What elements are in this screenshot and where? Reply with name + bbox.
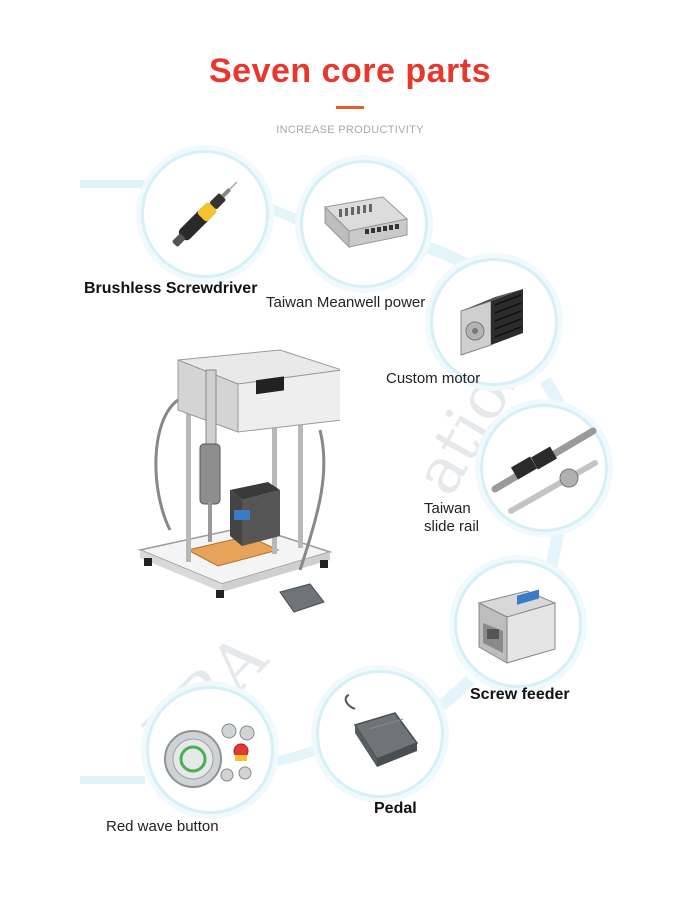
part-power-circle — [300, 160, 428, 288]
electric-screwdriver-icon — [172, 181, 238, 247]
page-title: Seven core parts — [208, 52, 492, 90]
page-subtitle: INCREASE PRODUCTIVITY — [276, 124, 424, 136]
part-rail-label-line2: slide rail — [424, 518, 480, 535]
part-power-label: Taiwan Meanwell power — [266, 294, 426, 311]
power-supply-icon — [323, 196, 409, 249]
push-button-icon — [164, 723, 255, 788]
part-feeder-circle — [454, 560, 582, 688]
part-pedal-circle — [316, 670, 444, 798]
screw-feeder-icon — [477, 589, 557, 664]
screwing-machine-image — [137, 349, 340, 613]
part-pedal-label: Pedal — [374, 800, 417, 817]
part-button-circle — [146, 686, 274, 814]
part-motor-circle — [430, 258, 558, 386]
part-screwdriver-label: Brushless Screwdriver — [84, 280, 258, 297]
slide-rail-icon — [491, 427, 598, 514]
part-motor-label: Custom motor — [386, 370, 481, 387]
foot-pedal-icon — [344, 694, 419, 767]
part-rail-label-line1: Taiwan — [424, 500, 471, 517]
title-accent-bar — [336, 106, 364, 109]
part-screwdriver-circle — [141, 150, 269, 278]
part-rail-circle — [480, 404, 608, 532]
part-button-label: Red wave button — [106, 818, 219, 835]
part-feeder-label: Screw feeder — [470, 686, 570, 703]
stepper-motor-icon — [460, 289, 523, 356]
